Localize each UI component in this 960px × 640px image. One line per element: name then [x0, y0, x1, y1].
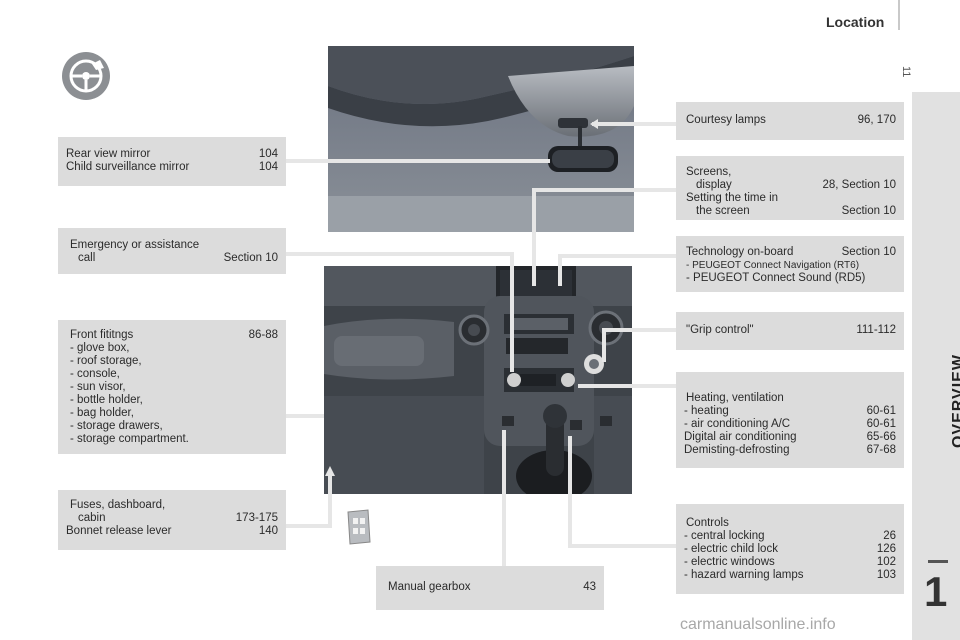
- header-divider: [898, 0, 900, 30]
- section-number-bar: [928, 560, 948, 563]
- page-title: Location: [826, 14, 885, 30]
- screens-title: Screens,: [686, 166, 732, 178]
- side-tab-divider: [909, 92, 911, 640]
- list-item: - PEUGEOT Connect Navigation (RT6): [686, 260, 860, 271]
- list-item: - glove box,: [70, 342, 130, 354]
- fuses-title: Fuses, dashboard,: [70, 499, 166, 511]
- callout-grip-control: "Grip control"111-112: [676, 312, 904, 350]
- list-item: - bottle holder,: [70, 394, 143, 406]
- list-item: - sun visor,: [70, 381, 126, 393]
- steering-wheel-icon: [62, 52, 110, 100]
- controls-title: Controls: [686, 517, 729, 529]
- dashboard-photo: [324, 266, 632, 494]
- list-item: - roof storage,: [70, 355, 142, 367]
- fuse-icon: [347, 509, 371, 545]
- fittings-list: - glove box, - roof storage, - console, …: [66, 342, 278, 446]
- list-item: - storage drawers,: [70, 420, 163, 432]
- list-item: - storage compartment.: [70, 433, 189, 445]
- heating-title: Heating, ventilation: [686, 392, 784, 404]
- list-item: - console,: [70, 368, 120, 380]
- list-item: - PEUGEOT Connect Sound (RD5): [686, 272, 866, 284]
- side-tab-band: [912, 92, 960, 640]
- list-item: - bag holder,: [70, 407, 134, 419]
- mirror-photo: [328, 46, 634, 232]
- watermark: carmanualsonline.info: [680, 616, 836, 633]
- screens-subtitle: Setting the time in: [686, 192, 779, 204]
- section-number: 1: [924, 568, 948, 615]
- emergency-title: Emergency or assistance: [70, 239, 200, 251]
- grip-row: "Grip control"111-112: [686, 324, 896, 336]
